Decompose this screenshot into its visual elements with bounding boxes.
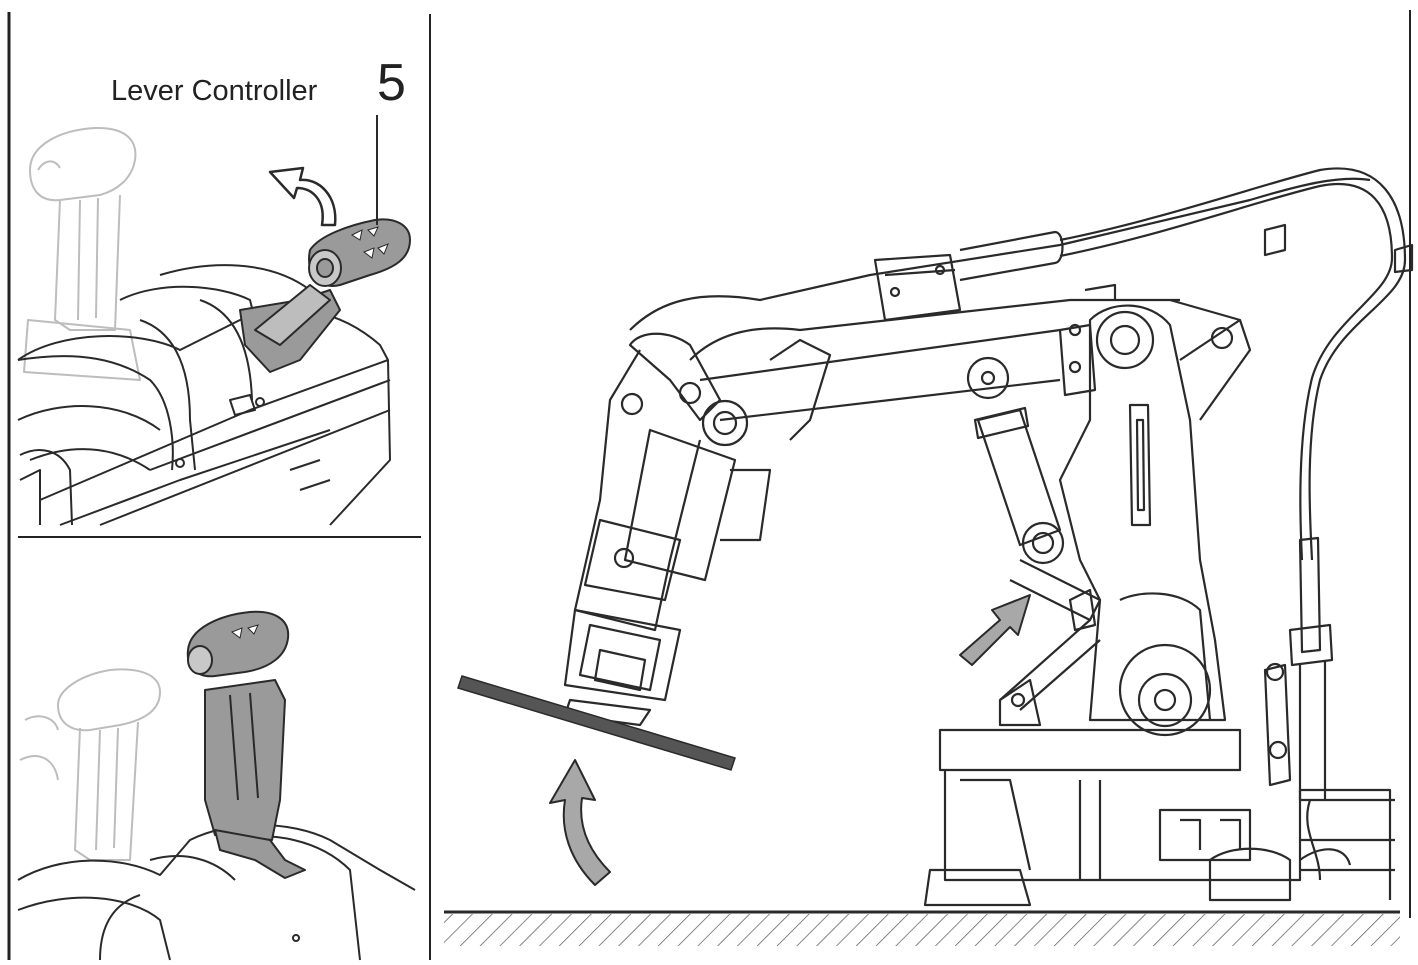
robot-forearm [563,332,832,727]
callout-number: 5 [377,54,406,112]
callout-label: Lever Controller [111,75,318,107]
robot-column [1058,298,1252,737]
lever-controller-back [186,610,306,879]
panel-frame [7,10,1411,960]
lever-arrow-marks-icon [230,624,259,639]
lever-controller-raised [239,218,411,373]
throttle-base-bottom [17,824,416,961]
throttle-unit-bottom [19,668,161,861]
robot-linkage [966,356,1102,711]
straight-arrow-icon [959,594,1031,666]
curved-arrow-icon [268,166,337,227]
faint-lever-top [23,126,141,381]
curved-arrow-icon [549,759,611,886]
ground [444,910,1400,946]
lever-arrow-marks-icon [350,226,389,259]
throttle-unit-top [17,126,391,526]
robot-boom [629,177,1371,422]
robot-board [457,675,736,771]
robot-cable [1059,167,1414,881]
robot-base [923,678,1395,907]
